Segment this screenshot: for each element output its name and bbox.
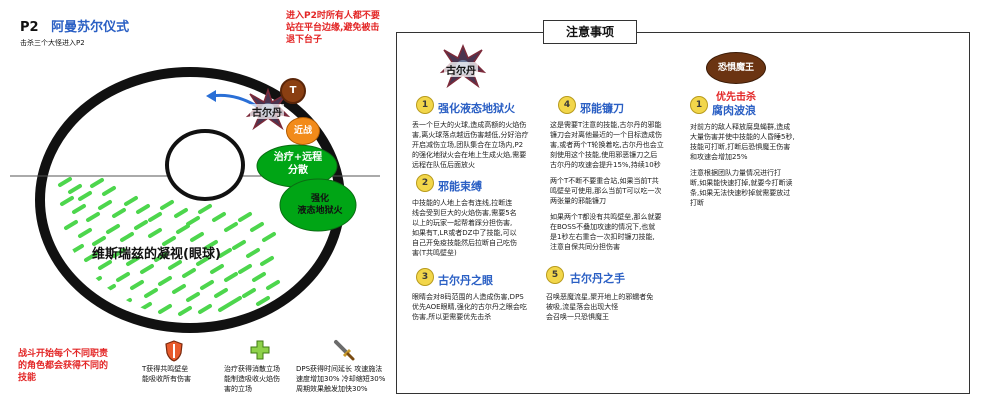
left-diagram: P2 阿曼苏尔仪式 击杀三个大怪进入P2 进入P2时所有人都不要 站在平台边缘,… xyxy=(0,0,392,406)
section-5-title: 古尔丹之手 xyxy=(570,272,625,285)
section-2-badge: 2 xyxy=(416,174,434,192)
melee-label: 近战 xyxy=(293,126,312,136)
notes-panel xyxy=(396,32,970,394)
section-1-body: 丢一个巨大的火球,造成高额的火焰伤 害,离火球落点越远伤害越低,分好治疗 开启减… xyxy=(412,121,529,169)
phase-title: P2 阿曼苏尔仪式 xyxy=(20,16,129,35)
tank-marker: T xyxy=(280,78,306,104)
notes-guldan-label: 古尔丹 xyxy=(444,62,478,77)
legend-dps-line-2: 速度增加30% 冷却缩短30% xyxy=(296,375,386,383)
section-5-body: 召唤恶魔流星,聚开地上的邪蠕者免 被吸,流星落会出现大怪 会召唤一只恐惧魔王 xyxy=(546,293,654,321)
section-1-title: 强化液态地狱火 xyxy=(438,102,515,115)
section-3-badge: 3 xyxy=(416,268,434,286)
enhance-fire-label: 强化 液态地狱火 xyxy=(297,194,343,216)
phase-subtitle: 击杀三个大怪进入P2 xyxy=(20,39,85,47)
phase-name: 阿曼苏尔仪式 xyxy=(51,20,130,35)
section-1-badge: 1 xyxy=(416,96,434,114)
legend-tank-line-1: T获得共鸣壁垒 xyxy=(142,365,189,373)
section-6-badge: 1 xyxy=(690,96,708,114)
eye-gaze-label: 维斯瑞兹的凝视(眼球) xyxy=(92,247,221,262)
roles-note: 战斗开始每个不同职责 的角色都会获得不同的 技能 xyxy=(18,349,109,383)
center-pit xyxy=(165,129,245,201)
phase-code: P2 xyxy=(20,20,39,35)
guldan-token: 古尔丹 xyxy=(240,87,296,132)
guldan-label: 古尔丹 xyxy=(250,104,284,119)
dreadlord-token: 恐惧魔王 xyxy=(706,52,766,84)
section-5-badge: 5 xyxy=(546,266,564,284)
legend-tank-line-2: 能吸收所有伤害 xyxy=(142,375,191,383)
notes-guldan-token: 古尔丹 xyxy=(432,44,494,90)
section-6-body: 对前方的敌人释放腐臭蝇群,造成 大量伤害并使中技能的人昏睡5秒, 技能可打断,打… xyxy=(690,123,795,207)
arena-map xyxy=(10,67,380,333)
section-2-body: 中技能的人地上会有连线,拉断连 线会受到巨大的火焰伤害,需要5名 以上的玩家一起… xyxy=(412,199,517,257)
section-4-badge: 4 xyxy=(558,96,576,114)
section-4-body: 这是需要T注意的技能,古尔丹的邪能 镰刀会对离他最近的一个目标造成伤 害,或者两… xyxy=(550,121,664,251)
shield-icon xyxy=(165,340,183,362)
tank-label: T xyxy=(289,85,297,96)
eye-hatch-zone xyxy=(58,177,280,316)
section-3-title: 古尔丹之眼 xyxy=(438,274,493,287)
legend-dps-line-1: DPS获得时间延长 攻速施法 xyxy=(296,365,383,373)
melee-marker: 近战 xyxy=(286,117,320,145)
legend-healer-line-2: 能制造吸收火焰伤 xyxy=(224,375,280,383)
movement-arrow-head xyxy=(206,90,216,102)
section-2-title: 邪能束缚 xyxy=(438,180,482,193)
heal-ranged-label: 治疗+远程 分散 xyxy=(273,152,323,176)
legend-dps-line-3: 周期效果触发加快30% xyxy=(296,385,368,393)
dreadlord-priority: 优先击杀 xyxy=(716,92,756,103)
section-3-body: 眼睛会对8码范围的人造成伤害,DPS 优先AOE眼睛,强化的古尔丹之眼会吃 伤害… xyxy=(412,293,527,321)
legend-healer-line-3: 害的立场 xyxy=(224,385,252,393)
section-6-title: 腐肉波浪 xyxy=(712,104,756,117)
dreadlord-label: 恐惧魔王 xyxy=(717,63,754,73)
section-4-title: 邪能镰刀 xyxy=(580,102,624,115)
notes-title: 注意事项 xyxy=(543,20,637,44)
plus-icon xyxy=(250,340,270,360)
enhance-fire-zone xyxy=(279,178,357,232)
sword-icon xyxy=(334,340,355,361)
p2-warning: 进入P2时所有人都不要 站在平台边缘,避免被击 退下台子 xyxy=(286,11,380,45)
legend-healer-line-1: 治疗获得消散立场 xyxy=(224,365,280,373)
